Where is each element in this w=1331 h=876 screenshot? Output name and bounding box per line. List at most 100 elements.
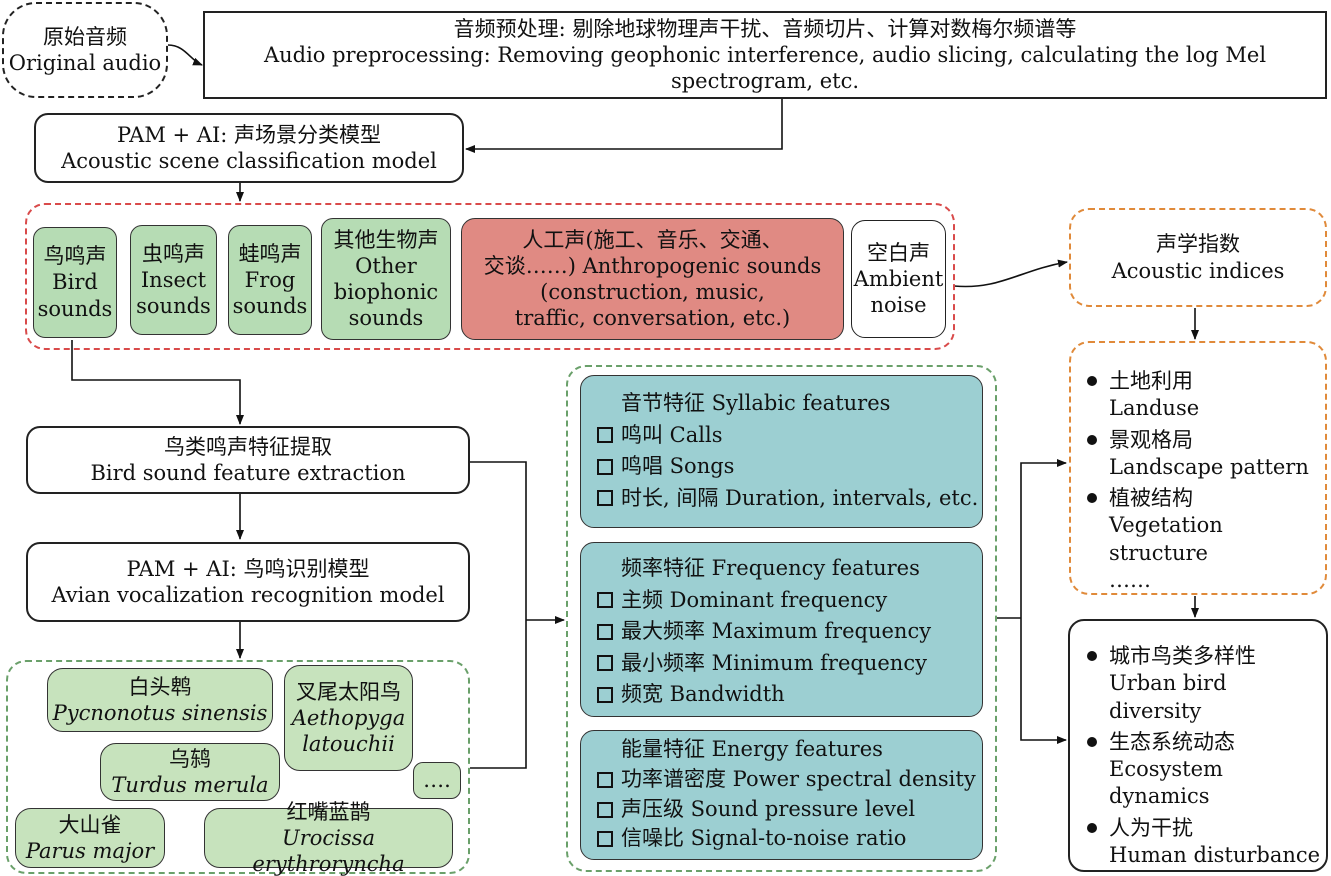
feature-item-label: 鸣唱 Songs (621, 454, 735, 478)
species-latin: latouchii (302, 732, 395, 757)
checkbox-icon (597, 623, 613, 640)
species-aethopyga: 叉尾太阳鸟 Aethopyga latouchii (284, 665, 413, 771)
scene-model-en: Acoustic scene classification model (61, 149, 437, 173)
list-item: 最小频率 Minimum frequency (595, 648, 968, 680)
bullet-icon (1087, 493, 1097, 504)
landscape-list: 土地利用 Landuse 景观格局 Landscape pattern 植被结构… (1087, 368, 1322, 594)
class-insect: 虫鸣声 Insect sounds (130, 225, 217, 335)
checkbox-icon (597, 655, 613, 672)
class-insect-en2: sounds (136, 294, 211, 319)
arrow-original-to-preprocess (167, 44, 203, 66)
features-group (566, 365, 997, 872)
class-other-en1: Other (355, 253, 417, 278)
preprocessing-node: 音频预处理: 剔除地球物理声干扰、音频切片、计算对数梅尔频谱等 Audio pr… (203, 11, 1327, 99)
species-latin: Urocissa erythroryncha (252, 825, 405, 876)
landscape-item-en: Landuse (1109, 396, 1200, 421)
avian-model-node: PAM + AI: 鸟鸣识别模型 Avian vocalization reco… (26, 542, 470, 622)
checkbox-icon (597, 831, 613, 848)
list-item: 主频 Dominant frequency (595, 585, 968, 617)
outcome-item-en: Ecosystem dynamics (1109, 757, 1223, 809)
species-zh: 红嘴蓝鹊 (286, 799, 371, 824)
arrow-preprocess-to-scene (465, 99, 783, 153)
feature-item-label: 声压级 Sound pressure level (621, 796, 916, 821)
scene-model-zh: PAM + AI: 声场景分类模型 (116, 122, 382, 147)
species-urocissa: 红嘴蓝鹊 Urocissa erythroryncha (204, 800, 453, 876)
species-latin: Aethopyga (291, 705, 406, 730)
class-bird-zh: 鸟鸣声 (43, 244, 107, 269)
bird-feature-en: Bird sound feature extraction (90, 461, 406, 485)
checkbox-icon (597, 427, 613, 444)
species-turdus: 乌鸫 Turdus merula (100, 743, 280, 801)
species-zh: 乌鸫 (169, 746, 211, 771)
species-pycnonotus: 白头鹎 Pycnonotus sinensis (47, 668, 273, 732)
species-latin: Pycnonotus sinensis (52, 701, 268, 725)
species-zh: 白头鹎 (128, 674, 192, 699)
outcome-item-en: Human disturbance (1109, 843, 1321, 868)
landscape-ellipsis: …… (1109, 568, 1151, 593)
avian-model-zh: PAM + AI: 鸟鸣识别模型 (126, 556, 370, 581)
acoustic-indices-zh: 声学指数 (1156, 232, 1240, 257)
class-bird: 鸟鸣声 Bird sounds (33, 227, 117, 338)
class-bird-en2: sounds (37, 296, 113, 321)
landscape-item-en: Landscape pattern (1109, 454, 1309, 479)
frequency-header: 频率特征 Frequency features (621, 556, 920, 580)
checkbox-icon (597, 592, 613, 609)
arrow-classes-to-indices (953, 259, 1068, 288)
list-item: 景观格局 Landscape pattern (1087, 427, 1322, 486)
bird-feature-zh: 鸟类鸣声特征提取 (164, 434, 332, 459)
syllabic-features: 音节特征 Syllabic features 鸣叫 Calls 鸣唱 Songs… (580, 375, 983, 528)
list-item: 生态系统动态 Ecosystem dynamics (1087, 729, 1325, 815)
bullet-icon (1087, 651, 1097, 661)
list-item: 信噪比 Signal-to-noise ratio (595, 824, 968, 854)
class-other-en3: sounds (348, 306, 424, 331)
list-item: 人为干扰 Human disturbance …… (1087, 815, 1325, 876)
frequency-features: 频率特征 Frequency features 主频 Dominant freq… (580, 542, 983, 717)
class-frog: 蛙鸣声 Frog sounds (228, 225, 312, 335)
class-ambient-zh: 空白声 (867, 240, 930, 265)
original-audio-zh: 原始音频 (43, 24, 127, 49)
feature-item-label: 功率谱密度 Power spectral density (621, 766, 976, 791)
list-item: 功率谱密度 Power spectral density (595, 765, 976, 795)
bullet-icon (1087, 736, 1097, 747)
class-frog-en2: sounds (232, 294, 308, 319)
species-parus: 大山雀 Parus major (15, 808, 165, 868)
class-insect-en1: Insect (140, 267, 207, 292)
class-other-en2: biophonic (333, 280, 439, 304)
class-anthropogenic: 人工声(施工、音乐、交通、 交谈……) Anthropogenic sounds… (461, 218, 844, 340)
species-zh: 叉尾太阳鸟 (296, 679, 401, 704)
class-anthro-zh2: 交谈……) Anthropogenic sounds (483, 253, 822, 278)
list-item: 城市鸟类多样性 Urban bird diversity (1087, 643, 1325, 729)
arrow-bird-to-feature (71, 340, 244, 425)
species-latin: Turdus merula (111, 773, 269, 797)
bullet-icon (1087, 434, 1097, 445)
class-frog-en1: Frog (244, 267, 296, 292)
feature-item-label: 最小频率 Minimum frequency (621, 650, 927, 675)
avian-model-en: Avian vocalization recognition model (51, 583, 445, 607)
checkbox-icon (597, 686, 613, 703)
feature-item-label: 时长, 间隔 Duration, intervals, etc. (621, 485, 979, 510)
list-item: 鸣叫 Calls (595, 420, 968, 452)
checkbox-icon (597, 801, 613, 818)
outcomes-list: 城市鸟类多样性 Urban bird diversity 生态系统动态 Ecos… (1087, 643, 1325, 876)
syllabic-header: 音节特征 Syllabic features (621, 391, 891, 415)
feature-item-label: 主频 Dominant frequency (621, 587, 888, 612)
list-item: 土地利用 Landuse (1087, 368, 1322, 427)
arrow-to-outcomes (1020, 618, 1067, 744)
species-more: …. (413, 762, 461, 799)
bullet-icon (1087, 376, 1097, 386)
class-anthro-en2: traffic, conversation, etc.) (514, 306, 791, 331)
acoustic-indices-node: 声学指数 Acoustic indices (1069, 208, 1327, 307)
class-anthro-en1: (construction, music, (540, 280, 765, 304)
acoustic-indices-en: Acoustic indices (1111, 258, 1285, 283)
landscape-item-zh: 土地利用 (1109, 369, 1193, 393)
class-ambient: 空白声 Ambient noise (851, 220, 946, 338)
list-item: 鸣唱 Songs (595, 451, 968, 483)
original-audio-en: Original audio (8, 51, 162, 75)
checkbox-icon (597, 771, 613, 788)
class-ambient-en1: Ambient (853, 266, 944, 291)
outcome-item-zh: 城市鸟类多样性 (1109, 644, 1256, 668)
species-group (6, 660, 470, 874)
energy-header: 能量特征 Energy features (621, 737, 883, 761)
